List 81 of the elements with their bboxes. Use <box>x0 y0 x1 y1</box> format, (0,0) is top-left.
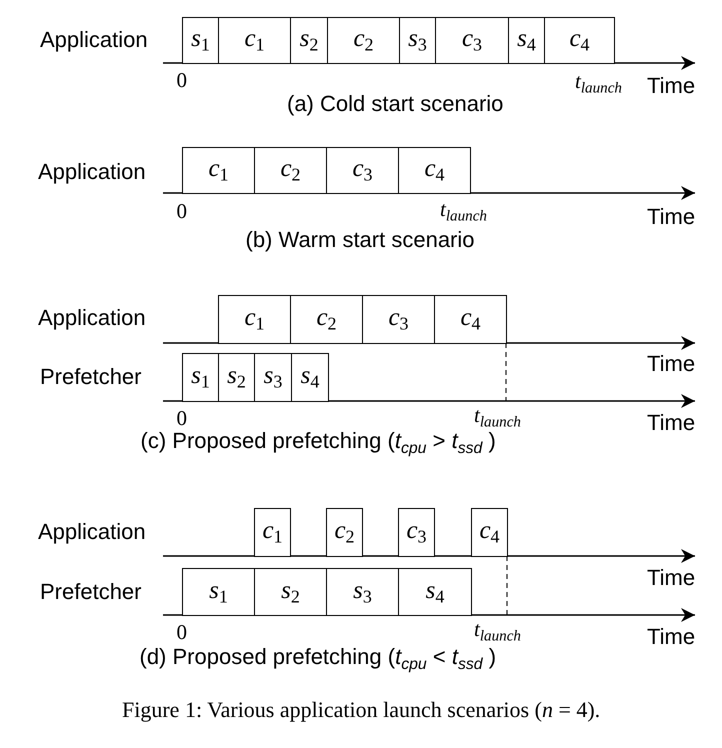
row-label: Prefetcher <box>40 366 142 388</box>
time-slot-box <box>434 295 507 344</box>
time-slot-box <box>254 147 327 194</box>
time-slot-box <box>327 17 400 64</box>
time-slot-box <box>254 568 327 616</box>
slot-label: s$_{4}$ <box>300 362 320 393</box>
tick-label: t$_{launch}$ <box>575 71 622 97</box>
time-slot-box <box>544 17 615 64</box>
slot-label: s$_{1}$ <box>191 25 210 56</box>
time-slot-box <box>182 17 219 64</box>
row-label: Prefetcher <box>40 581 142 603</box>
tick-label: 0 <box>176 70 187 90</box>
time-slot-box <box>398 508 435 557</box>
slot-label: c$_{2}$ <box>353 25 374 56</box>
time-slot-box <box>218 295 291 344</box>
time-slot-box <box>254 508 291 557</box>
time-slot-box <box>398 147 471 194</box>
axis-label: Time <box>647 353 696 375</box>
slot-label: s$_{3}$ <box>408 25 427 56</box>
slot-label: c$_{2}$ <box>334 517 355 548</box>
slot-label: s$_{2}$ <box>281 576 300 608</box>
slot-label: s$_{1}$ <box>191 362 210 393</box>
slot-label: c$_{3}$ <box>388 304 409 335</box>
time-slot-box <box>254 353 292 402</box>
slot-label: s$_{4}$ <box>426 576 444 608</box>
time-slot-box <box>362 295 435 344</box>
subcaption: (a) Cold start scenario <box>287 93 504 115</box>
slot-label: c$_{3}$ <box>462 25 482 56</box>
axis-label: Time <box>647 626 696 648</box>
row-label: Application <box>40 29 148 51</box>
time-slot-box <box>326 147 399 194</box>
time-slot-box <box>290 17 328 64</box>
time-slot-box <box>182 353 219 402</box>
tick-label: 0 <box>176 200 187 222</box>
slot-label: s$_{3}$ <box>353 576 372 608</box>
subcaption: (b) Warm start scenario <box>246 229 475 251</box>
slot-label: c$_{4}$ <box>424 155 445 186</box>
slot-label: c$_{3}$ <box>352 155 373 186</box>
axis-label: Time <box>647 567 696 589</box>
time-slot-box <box>471 508 508 557</box>
slot-label: c$_{3}$ <box>406 517 427 548</box>
axis-label: Time <box>647 412 696 434</box>
time-slot-box <box>435 17 509 64</box>
subcaption: (c) Proposed prefetching (t$_{cpu}$ > t$_{ssd}$ ) <box>140 430 496 456</box>
slot-label: c$_{1}$ <box>262 517 283 548</box>
row-label: Application <box>38 161 146 183</box>
time-slot-box <box>326 508 363 557</box>
tick-label: t$_{launch}$ <box>440 199 487 225</box>
slot-label: c$_{4}$ <box>569 25 590 56</box>
tick-label: 0 <box>176 408 187 428</box>
tick-label: t$_{launch}$ <box>474 405 521 431</box>
tick-label: t$_{launch}$ <box>474 619 521 645</box>
slot-label: s$_{4}$ <box>517 25 536 56</box>
time-slot-box <box>290 295 363 344</box>
slot-label: c$_{4}$ <box>460 304 481 335</box>
time-slot-box <box>508 17 545 64</box>
row-label: Application <box>38 521 146 543</box>
slot-label: s$_{2}$ <box>300 25 318 56</box>
tick-label: 0 <box>176 622 187 642</box>
slot-label: c$_{4}$ <box>479 517 500 548</box>
time-slot-box <box>398 568 472 616</box>
time-slot-box <box>182 147 255 194</box>
slot-label: c$_{1}$ <box>208 155 229 186</box>
subcaption: (d) Proposed prefetching (t$_{cpu}$ < t$_{ssd}$ ) <box>140 646 496 672</box>
slot-label: c$_{1}$ <box>244 304 265 335</box>
time-slot-box <box>218 17 291 64</box>
time-slot-box <box>291 353 329 402</box>
slot-label: s$_{3}$ <box>264 362 282 393</box>
time-slot-box <box>399 17 436 64</box>
slot-label: c$_{1}$ <box>244 25 265 56</box>
figure-caption: Figure 1: Various application launch scenarios (n = 4). <box>122 697 600 723</box>
row-label: Application <box>38 307 146 329</box>
axis-label: Time <box>647 75 696 97</box>
slot-label: s$_{2}$ <box>227 362 246 393</box>
slot-label: s$_{1}$ <box>209 576 228 608</box>
slot-label: c$_{2}$ <box>316 304 337 335</box>
axis-label: Time <box>647 206 696 228</box>
slot-label: c$_{2}$ <box>280 155 301 186</box>
time-slot-box <box>326 568 399 616</box>
time-slot-box <box>182 568 255 616</box>
time-slot-box <box>218 353 255 402</box>
